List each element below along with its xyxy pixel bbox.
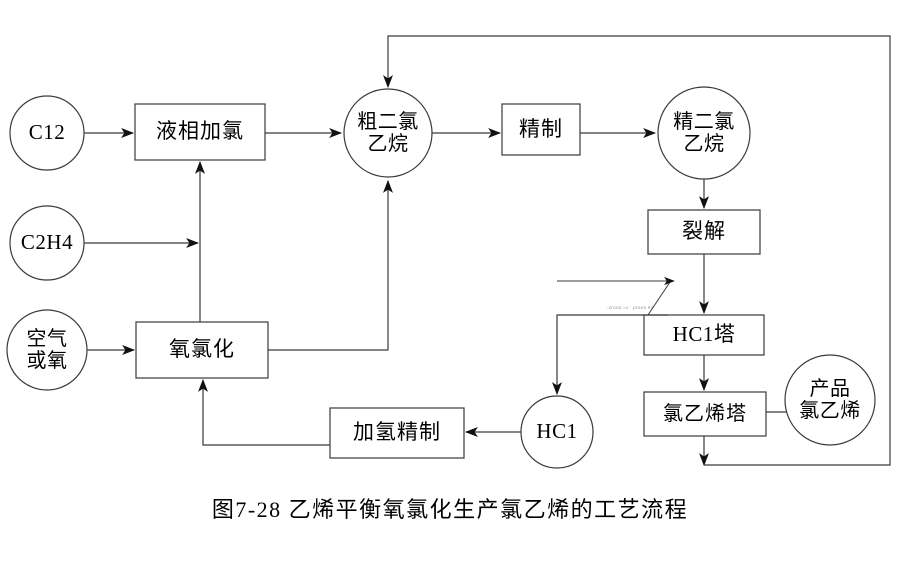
scanner-artifact-text: '.zroon 5x '.proon 8x <box>606 306 654 311</box>
node-shape-air-or-oxygen <box>6 309 88 391</box>
node-shape-vinyl-chloride-tower <box>643 391 767 437</box>
node-shape-oxychlorination <box>135 321 269 379</box>
node-shape-c2h4 <box>9 205 85 281</box>
edge-hcl-tower-to-hcl <box>552 314 668 396</box>
node-shape-cracking <box>647 209 761 255</box>
node-shape-cl2 <box>9 95 85 171</box>
node-shape-liquid-chlorination <box>134 103 266 161</box>
node-shape-hydro-refining <box>329 407 465 459</box>
node-shape-crude-dichloroethane <box>343 88 433 178</box>
edge-oxychlorination-to-crude-dce <box>268 179 393 351</box>
edge-artifact-diagonal <box>647 281 671 316</box>
edge-recycle-right-and-up <box>383 35 891 466</box>
node-shape-hcl-tower <box>643 314 765 356</box>
figure-caption: 图7-28 乙烯平衡氧氯化生产氯乙烯的工艺流程 <box>211 497 689 522</box>
node-shape-hcl <box>520 395 594 469</box>
node-shape-refining <box>501 103 581 156</box>
node-shape-product-vinyl-chloride <box>784 354 876 446</box>
edge-hydro-refining-to-oxychlorination <box>198 378 330 446</box>
node-shape-pure-dichloroethane <box>657 86 751 180</box>
